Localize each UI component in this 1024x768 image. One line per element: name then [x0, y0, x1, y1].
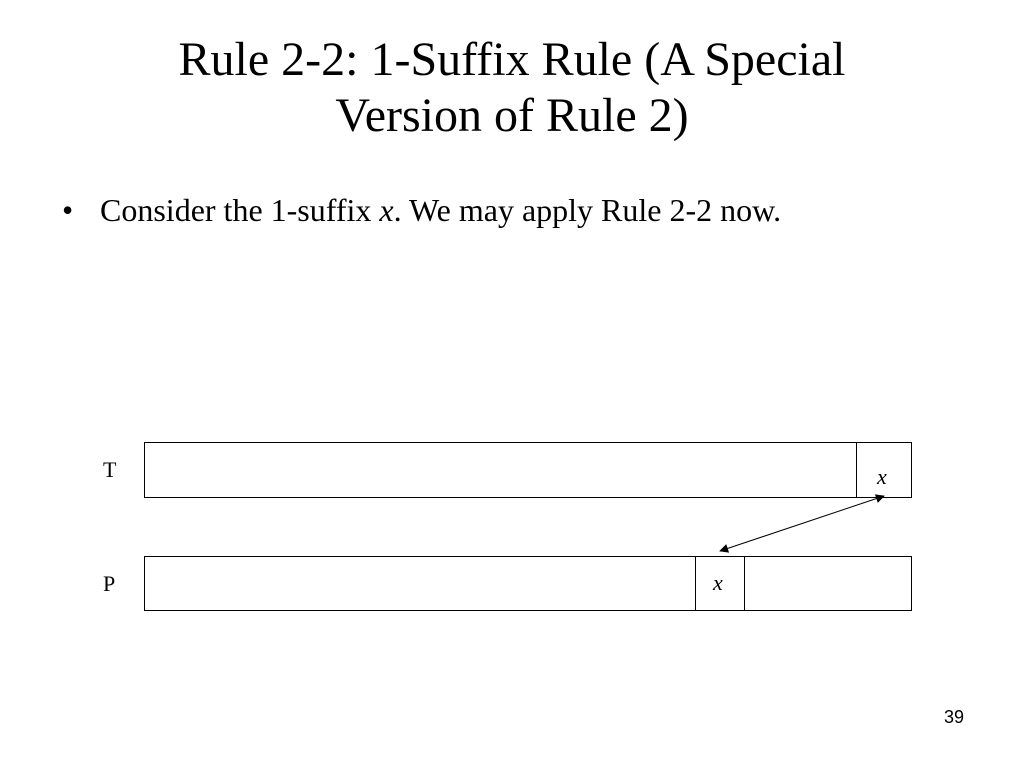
- title-line-1: Rule 2-2: 1-Suffix Rule (A Special: [178, 33, 846, 86]
- t-suffix-label: x: [877, 464, 887, 489]
- t-string-bar: [144, 442, 912, 498]
- p-cell-label: x: [713, 570, 723, 595]
- p-string-bar: [144, 556, 912, 611]
- page-number: 39: [943, 707, 964, 727]
- bullet-text-before: Consider the 1-suffix: [100, 192, 380, 228]
- p-cell-right-divider: [744, 557, 745, 610]
- bullet-mark: •: [62, 192, 74, 228]
- slide-title: Rule 2-2: 1-Suffix Rule (A Special Versi…: [0, 32, 1024, 144]
- p-cell-left-divider: [695, 557, 696, 610]
- title-line-2: Version of Rule 2): [335, 89, 689, 142]
- bullet-italic-var: x: [379, 192, 394, 228]
- p-label: P: [103, 571, 116, 596]
- t-suffix-divider: [856, 443, 857, 497]
- t-label: T: [103, 457, 117, 482]
- bullet-item: • Consider the 1-suffix x. We may apply R…: [62, 190, 781, 230]
- bullet-text-after: . We may apply Rule 2-2 now.: [393, 192, 782, 228]
